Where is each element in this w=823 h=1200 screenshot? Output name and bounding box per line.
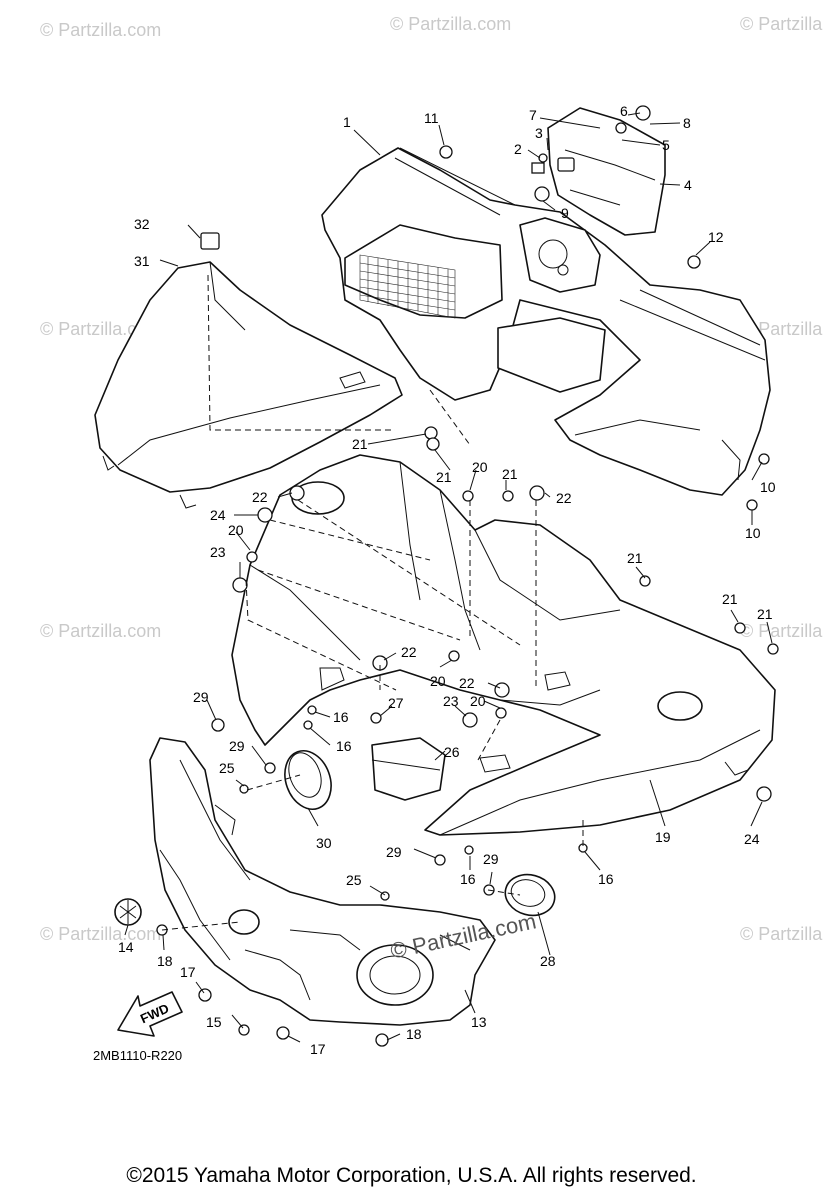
alignment-lines <box>161 274 584 931</box>
callout-17: 17 <box>310 1041 326 1057</box>
callout-22: 22 <box>459 675 475 691</box>
callout-1: 1 <box>343 114 351 130</box>
callout-3: 3 <box>535 125 543 141</box>
leader-lines <box>124 112 773 1043</box>
callout-14: 14 <box>118 939 134 955</box>
callout-20: 20 <box>430 673 446 689</box>
callout-21: 21 <box>436 469 452 485</box>
part-13-lower-cowl <box>149 737 496 1026</box>
part-1-inner-panel <box>321 147 771 496</box>
part-19-front-cowl <box>231 454 776 836</box>
callout-16: 16 <box>598 871 614 887</box>
callout-21: 21 <box>627 550 643 566</box>
callout-28: 28 <box>540 953 556 969</box>
callout-6: 6 <box>620 103 628 119</box>
callout-29: 29 <box>483 851 499 867</box>
callout-21: 21 <box>352 436 368 452</box>
callout-30: 30 <box>316 835 332 851</box>
diagram-code: 2MB1110-R220 <box>93 1048 182 1063</box>
callout-32: 32 <box>134 216 150 232</box>
watermark: © Partzilla.com <box>40 621 161 641</box>
callouts: 1 2 3 4 5 6 7 8 9 10 10 11 12 13 14 15 1… <box>118 103 776 1057</box>
callout-20: 20 <box>470 693 486 709</box>
callout-23: 23 <box>210 544 226 560</box>
grille-mesh <box>359 254 456 319</box>
callout-22: 22 <box>556 490 572 506</box>
watermark: © Partzilla.com <box>740 621 823 641</box>
hardware <box>156 105 779 1047</box>
callout-22: 22 <box>252 489 268 505</box>
callout-18: 18 <box>157 953 173 969</box>
callout-21: 21 <box>722 591 738 607</box>
callout-27: 27 <box>388 695 404 711</box>
part-14-emblem <box>114 898 142 926</box>
callout-2: 2 <box>514 141 522 157</box>
watermark: © Partzilla.com <box>40 924 161 944</box>
callout-16: 16 <box>333 709 349 725</box>
callout-7: 7 <box>529 107 537 123</box>
callout-10: 10 <box>760 479 776 495</box>
callout-24: 24 <box>744 831 760 847</box>
part-4-lid <box>547 107 666 236</box>
callout-9: 9 <box>561 205 569 221</box>
watermark: © Partzilla.com <box>740 14 823 34</box>
callout-4: 4 <box>684 177 692 193</box>
callout-22: 22 <box>401 644 417 660</box>
callout-21: 21 <box>502 466 518 482</box>
callout-23: 23 <box>443 693 459 709</box>
callout-11: 11 <box>424 110 439 126</box>
callout-21: 21 <box>757 606 773 622</box>
fwd-arrow: FWD <box>117 991 183 1037</box>
watermark: © Partzilla.com <box>390 14 511 34</box>
callout-26: 26 <box>444 744 460 760</box>
callout-20: 20 <box>228 522 244 538</box>
callout-16: 16 <box>336 738 352 754</box>
callout-29: 29 <box>386 844 402 860</box>
callout-24: 24 <box>210 507 226 523</box>
callout-13: 13 <box>471 1014 487 1030</box>
callout-12: 12 <box>708 229 724 245</box>
callout-29: 29 <box>229 738 245 754</box>
callout-16: 16 <box>460 871 476 887</box>
callout-15: 15 <box>206 1014 222 1030</box>
part-28-ring <box>504 873 556 917</box>
part-30-ring <box>284 750 332 810</box>
watermark: © Partzilla.com <box>40 20 161 40</box>
callout-25: 25 <box>346 872 362 888</box>
callout-8: 8 <box>683 115 691 131</box>
copyright-notice: ©2015 Yamaha Motor Corporation, U.S.A. A… <box>126 1164 697 1187</box>
callout-29: 29 <box>193 689 209 705</box>
callout-31: 31 <box>134 253 150 269</box>
part-31-top-panel <box>94 232 403 509</box>
callout-17: 17 <box>180 964 196 980</box>
callout-18: 18 <box>406 1026 422 1042</box>
watermark: © Partzilla.com <box>740 924 823 944</box>
callout-5: 5 <box>662 137 670 153</box>
callout-10: 10 <box>745 525 761 541</box>
callout-20: 20 <box>472 459 488 475</box>
callout-19: 19 <box>655 829 671 845</box>
part-26-bracket <box>371 737 446 801</box>
callout-25: 25 <box>219 760 235 776</box>
